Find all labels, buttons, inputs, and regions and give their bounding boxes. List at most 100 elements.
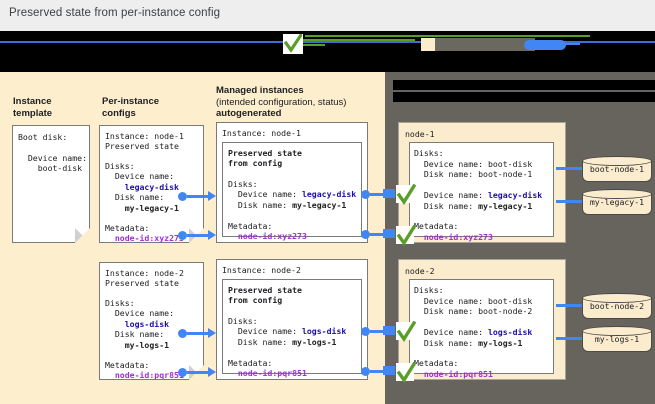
disk-label: boot-node-1 <box>589 164 645 174</box>
mi2-device-line: Device name: logs-disk <box>228 326 346 337</box>
instance-template-line-1: Boot disk: <box>18 132 68 142</box>
per-instance-config-doc-node-2 <box>99 262 204 380</box>
pic1-device-name-label: Device name: <box>105 171 175 181</box>
connector-arrow-c2-meta <box>208 367 216 377</box>
connector-dot-m2-meta <box>361 367 370 376</box>
mi2-disks-label: Disks: <box>228 316 258 326</box>
disk-cylinder-boot-node-1: boot-node-1 <box>582 156 652 182</box>
pic2-header1: Instance: node-2 <box>105 268 184 278</box>
connector-dot-c1-disk <box>178 192 187 201</box>
node2-extra-device-label: Device name: <box>414 327 488 337</box>
disk-cylinder-my-logs-1: my-logs-1 <box>582 326 652 352</box>
connector-arrow-c1-disk <box>208 191 216 201</box>
mi2-disk-label: Disk name: <box>228 337 293 347</box>
mi1-preserved-1-text: Preserved state <box>228 148 302 158</box>
gray-panel-redaction-2 <box>393 92 589 102</box>
managed-instance-inner-box-node-2 <box>222 279 362 374</box>
column-header-managed-instances: Managed instances (intended configuratio… <box>216 85 346 120</box>
mi1-device-label: Device name: <box>228 189 302 199</box>
gray-panel-redaction-1 <box>393 80 655 90</box>
node1-extra-disk-value: my-legacy-1 <box>478 201 533 211</box>
banner-blue-tail <box>552 43 580 45</box>
disk-cylinder-boot-node-2: boot-node-2 <box>582 293 652 319</box>
connector-arrow-c1-meta <box>208 230 216 240</box>
disk-top <box>582 156 652 166</box>
mi2-device-label: Device name: <box>228 326 302 336</box>
green-check-icon-node-2-meta <box>396 362 416 384</box>
mi2-disk-line: Disk name: my-logs-1 <box>228 337 337 348</box>
disk-top <box>582 293 652 303</box>
connector-line-node1-legacydisk <box>556 200 582 203</box>
mi1-device-value: legacy-disk <box>301 189 357 199</box>
node2-extra-disk-value: my-logs-1 <box>478 338 523 348</box>
column-header-per-instance-configs: Per-instance configs <box>102 96 159 119</box>
mi1-metadata-value: node-id:xyz273 <box>228 231 307 241</box>
node1-extra-device-label: Device name: <box>414 190 488 200</box>
mi2-metadata-value: node-id:pqr851 <box>228 368 307 378</box>
col-head-line: Instance <box>13 96 52 107</box>
mi1-disk-value: my-legacy-1 <box>292 200 347 210</box>
col-head-line: (intended configuration, status) <box>216 96 347 108</box>
disk-top <box>582 189 652 199</box>
connector-line-node1-bootdisk <box>556 167 582 170</box>
connector-line-m1-meta <box>370 233 384 236</box>
caption-strip: Preserved state from per-instance config <box>0 0 655 31</box>
node-inner-box-node-1 <box>409 142 554 237</box>
pic1-disk-name-value: my-legacy-1 <box>105 203 179 214</box>
pic2-metadata-label: Metadata: <box>105 360 150 370</box>
col-head-line: autogenerated <box>216 108 282 119</box>
pic2-disks-label: Disks: <box>105 298 135 308</box>
doc-fold-edge-icon <box>75 228 90 243</box>
mi2-metadata-label: Metadata: <box>228 358 273 368</box>
mi2-disk-value: my-logs-1 <box>292 337 337 347</box>
pic2-disk-name-value-text: my-logs-1 <box>105 340 170 350</box>
node-inner-box-node-2 <box>409 279 554 374</box>
banner-green-line-2 <box>300 39 415 41</box>
col-head-line: configs <box>102 107 136 119</box>
mi1-device-line: Device name: legacy-disk <box>228 189 356 200</box>
node1-boot-device-line: Device name: boot-disk <box>414 159 533 169</box>
col-head-line: Managed instances <box>216 85 304 96</box>
disk-label: boot-node-2 <box>589 301 645 311</box>
connector-arrow-c2-disk <box>208 328 216 338</box>
mi1-disk-label: Disk name: <box>228 200 293 210</box>
disk-top <box>582 326 652 336</box>
node1-title: node-1 <box>405 129 435 139</box>
green-check-icon-node-1-meta <box>396 225 416 247</box>
connector-dot-m1-meta <box>361 230 370 239</box>
connector-line-c2-disk <box>187 332 209 335</box>
pic2-disk-name-value: my-logs-1 <box>105 340 169 351</box>
node2-metadata-label: Metadata: <box>414 358 459 368</box>
node2-boot-device-line: Device name: boot-disk <box>414 296 533 306</box>
mi1-metadata-label: Metadata: <box>228 221 273 231</box>
disk-cylinder-my-legacy-1: my-legacy-1 <box>582 189 652 215</box>
banner-green-check-icon <box>283 34 303 54</box>
node2-extra-device-value: logs-disk <box>487 327 533 337</box>
pic1-header2: Preserved state <box>105 141 179 151</box>
mi2-preserved-1: Preserved state <box>228 285 302 296</box>
managed-instance-inner-box-node-1 <box>222 142 362 237</box>
mi1-preserved-2: from config <box>228 158 282 169</box>
redacted-banner <box>0 31 655 72</box>
instance-template-doc <box>12 125 90 243</box>
disk-label: my-logs-1 <box>594 334 640 344</box>
connector-square-m1-disk <box>383 189 395 198</box>
mi1-disks-label: Disks: <box>228 179 258 189</box>
node2-extra-disk-label: Disk name: <box>414 338 479 348</box>
pic2-disk-name-label: Disk name: <box>105 329 165 339</box>
mi2-preserved-1-text: Preserved state <box>228 285 302 295</box>
connector-line-m2-disk <box>370 330 384 333</box>
connector-square-m1-meta <box>383 229 395 238</box>
banner-blue-rule <box>0 41 655 43</box>
connector-dot-c1-meta <box>178 231 187 240</box>
connector-line-c2-meta <box>187 371 209 374</box>
node2-title: node-2 <box>405 266 435 276</box>
column-header-instance-template: Instance template <box>13 96 52 119</box>
pic1-metadata-value: node-id:xyz273 <box>105 233 184 243</box>
banner-blue-blob <box>524 40 566 50</box>
connector-dot-c2-meta <box>178 368 187 377</box>
node1-boot-disk-line: Disk name: boot-node-1 <box>414 169 533 179</box>
connector-line-node2-logsdisk <box>556 337 582 340</box>
instance-template-line-3: Device name: <box>18 153 88 163</box>
